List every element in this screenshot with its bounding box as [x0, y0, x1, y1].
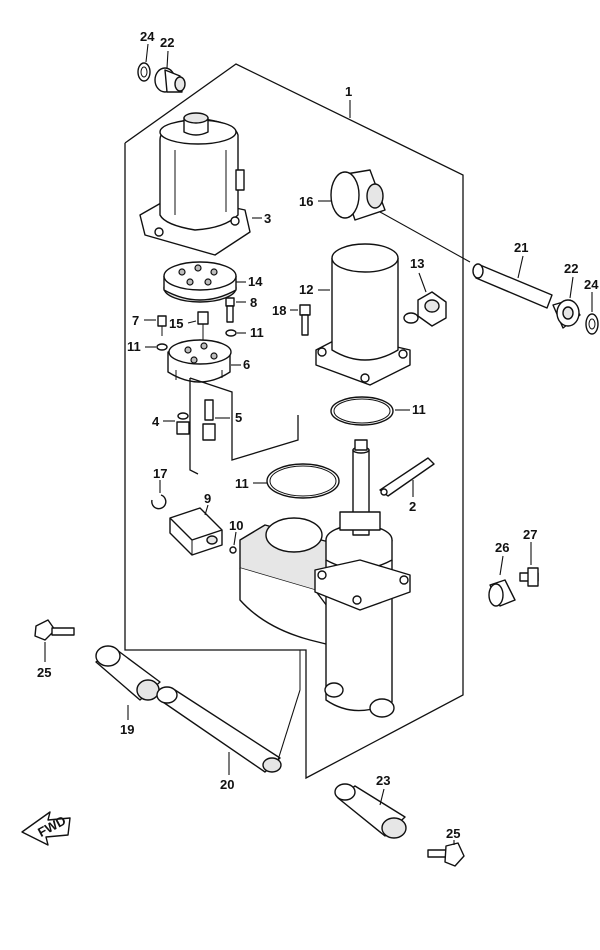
bushing-top-left: [154, 67, 186, 93]
callout-25-bottom: 25: [446, 826, 460, 841]
pin-20: [156, 686, 282, 773]
trim-cylinder-housing: [239, 517, 411, 718]
callout-13: 13: [410, 256, 424, 271]
valve-5: [202, 399, 216, 441]
bolt-18: [299, 304, 311, 336]
bolt-27: [519, 567, 539, 587]
callout-15: 15: [169, 316, 183, 331]
callout-24-right: 24: [584, 277, 599, 292]
bushing-16: [330, 169, 386, 221]
valve-group-frame: [189, 377, 299, 475]
valve-15: [197, 311, 209, 342]
o-ring-11-large: [266, 463, 340, 499]
callout-5: 5: [235, 410, 242, 425]
bushing-26: [488, 579, 516, 607]
tilt-cylinder-12: [315, 243, 411, 386]
lever-2: [379, 457, 435, 497]
bolt-25-left: [34, 619, 75, 641]
bolt-25-bottom: [427, 842, 465, 867]
fitting-13: [403, 291, 447, 327]
bushing-23: [334, 783, 407, 839]
callout-11-c: 11: [235, 476, 249, 491]
callout-2: 2: [409, 499, 416, 514]
callout-24-top: 24: [140, 29, 155, 44]
callout-26: 26: [495, 540, 509, 555]
callout-14: 14: [248, 274, 263, 289]
pump-reservoir: [163, 261, 237, 303]
assembly-frame: [124, 63, 464, 780]
retaining-ring-17: [151, 494, 167, 510]
callout-7: 7: [132, 313, 139, 328]
bolt-7: [157, 315, 167, 336]
bushing-19: [95, 645, 161, 701]
callout-9: 9: [204, 491, 211, 506]
callout-11-a: 11: [127, 339, 141, 354]
callout-11-d: 11: [412, 402, 426, 417]
callout-23: 23: [376, 773, 390, 788]
manual-valve-9: [169, 507, 223, 556]
callout-12: 12: [299, 282, 313, 297]
callout-27: 27: [523, 527, 537, 542]
callout-4: 4: [152, 414, 160, 429]
callout-6: 6: [243, 357, 250, 372]
washer-24-right: [585, 313, 599, 335]
callout-10: 10: [229, 518, 243, 533]
callout-22-top: 22: [160, 35, 174, 50]
bolt-8: [225, 297, 235, 323]
valve-4: [176, 412, 190, 435]
o-ring-11-right-large: [330, 396, 394, 426]
callout-8: 8: [250, 295, 257, 310]
pump-body: [167, 339, 232, 383]
callout-21: 21: [514, 240, 528, 255]
callout-25-left: 25: [37, 665, 51, 680]
bushing-22-right: [552, 299, 581, 329]
callout-11-b: 11: [250, 325, 264, 340]
callout-1: 1: [345, 84, 352, 99]
o-ring-10: [229, 546, 237, 554]
o-ring-11-left: [156, 343, 168, 351]
callout-16: 16: [299, 194, 313, 209]
callout-18: 18: [272, 303, 286, 318]
callout-22-right: 22: [564, 261, 578, 276]
callout-19: 19: [120, 722, 134, 737]
callout-20: 20: [220, 777, 234, 792]
forward-arrow-icon: FWD: [21, 811, 71, 846]
o-ring-11-right: [225, 329, 237, 337]
callout-3: 3: [264, 211, 271, 226]
callout-17: 17: [153, 466, 167, 481]
pin-21: [472, 263, 553, 309]
washer-top-left: [137, 62, 151, 82]
piston-rod: [339, 439, 381, 536]
trim-motor: [139, 112, 251, 256]
